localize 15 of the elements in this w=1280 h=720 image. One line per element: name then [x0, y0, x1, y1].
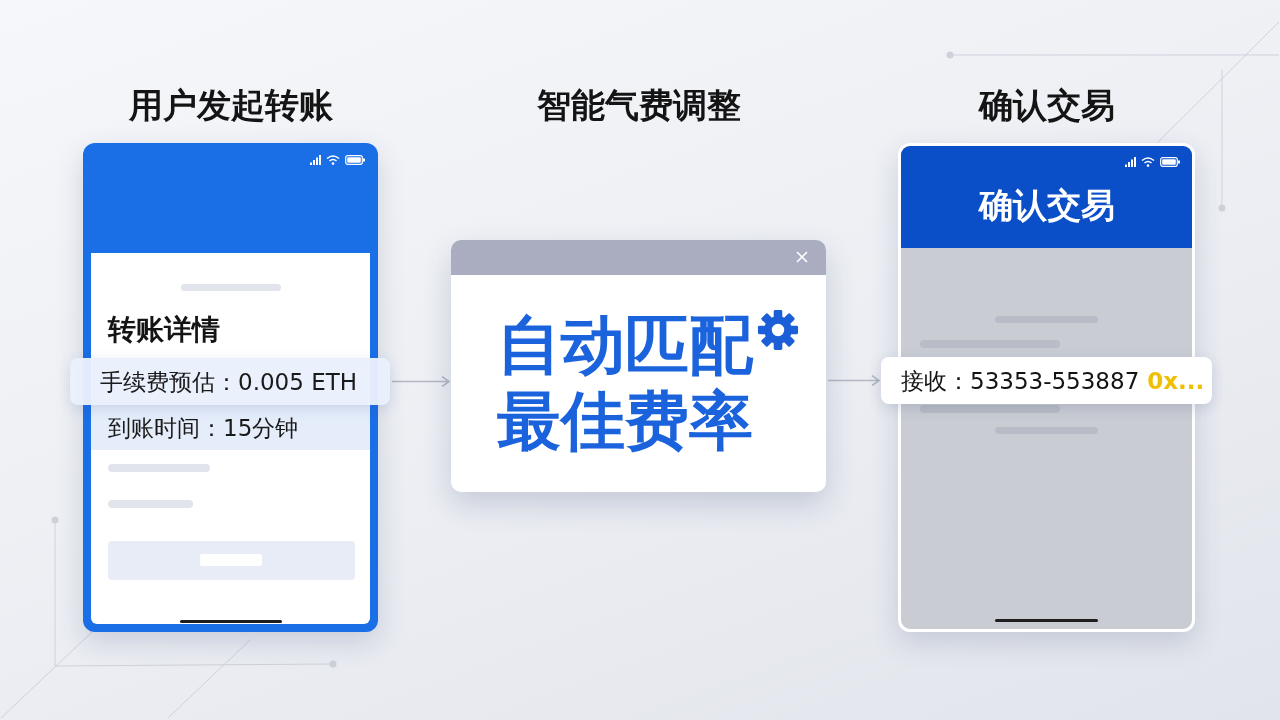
- address-ellipsis: 0x...: [1147, 366, 1205, 396]
- header-title: 确认交易: [978, 185, 1115, 225]
- step-heading: 用户发起转账: [128, 85, 333, 125]
- arrow: [391, 375, 450, 388]
- fee-estimate-row: [70, 358, 390, 405]
- step-heading: 智能气费调整: [536, 85, 741, 125]
- step-heading: 确认交易: [978, 85, 1115, 125]
- address-card: [881, 357, 1212, 404]
- arrow: [827, 374, 880, 387]
- section-title: 转账详情: [108, 312, 220, 348]
- arrival-time-row: [91, 405, 370, 450]
- fee-estimate-text: 手续费预估：0.005 ETH: [100, 367, 358, 397]
- dialog-message: 自动匹配最佳费率: [497, 307, 755, 459]
- arrival-time-text: 到账时间：15分钟: [108, 413, 299, 443]
- recipient-address: 接收：53353-553887: [901, 366, 1140, 396]
